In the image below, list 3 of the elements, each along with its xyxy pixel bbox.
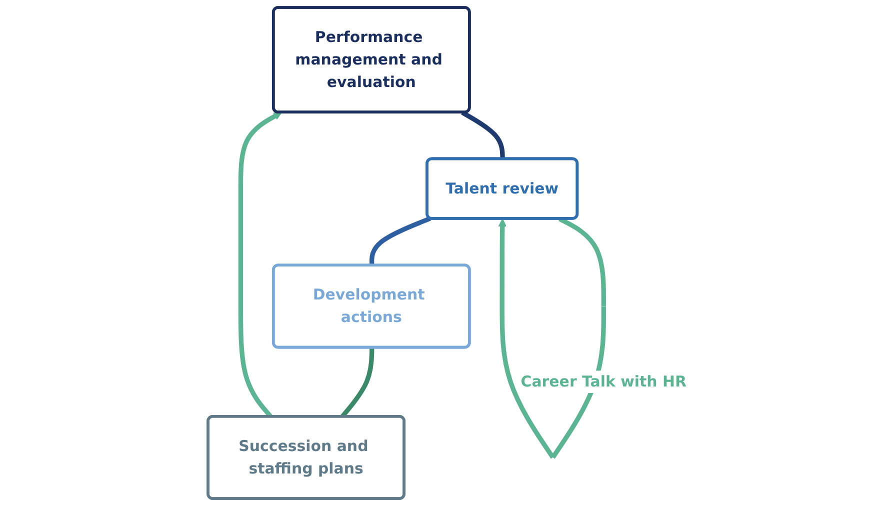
connector	[369, 216, 431, 266]
edge-label: Career Talk with HR	[520, 372, 686, 390]
connector	[460, 110, 505, 160]
